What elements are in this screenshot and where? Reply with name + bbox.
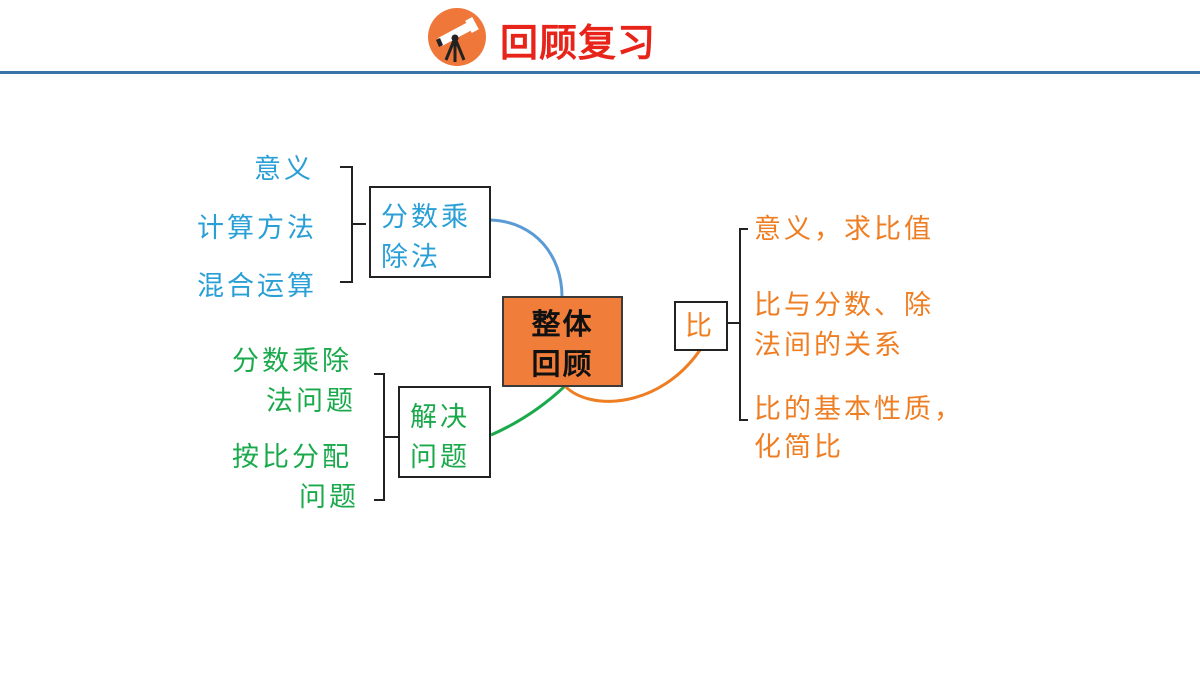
problems-connector	[490, 384, 567, 437]
problems-bracket	[374, 373, 398, 501]
problems-box-line1: 解决	[410, 402, 470, 433]
ratio-item-relation-line2: 法间的关系	[754, 330, 904, 361]
center-node-line2: 回顾	[531, 347, 594, 381]
ratio-box: 比	[674, 301, 728, 351]
fractions-item-method: 计算方法	[197, 213, 317, 244]
problems-box: 解决 问题	[398, 386, 491, 478]
ratio-connector	[563, 349, 702, 403]
problems-item2-line1: 按比分配	[232, 442, 352, 473]
fractions-item-mixed: 混合运算	[197, 271, 317, 302]
fractions-item-meaning: 意义	[254, 154, 314, 185]
ratio-item-meaning: 意义，求比值	[754, 214, 934, 245]
problems-item1-line1: 分数乘除	[232, 346, 352, 377]
header-divider	[0, 71, 1200, 74]
ratio-box-label: 比	[685, 311, 715, 342]
fractions-box-line1: 分数乘	[381, 202, 471, 233]
problems-item2-line2: 问题	[299, 482, 359, 513]
telescope-icon	[428, 8, 486, 66]
fractions-bracket	[340, 166, 366, 283]
page-title: 回顾复习	[500, 21, 657, 65]
problems-item1-line2: 法问题	[266, 386, 356, 417]
center-node: 整体 回顾	[502, 296, 623, 387]
ratio-item-relation-line1: 比与分数、除	[754, 290, 934, 321]
fractions-box: 分数乘 除法	[369, 186, 491, 278]
problems-box-line2: 问题	[410, 442, 470, 473]
ratio-bracket	[728, 228, 748, 421]
center-node-line1: 整体	[531, 307, 594, 341]
fractions-connector	[490, 218, 564, 298]
ratio-item-property-line1: 比的基本性质，	[754, 394, 964, 425]
fractions-box-line2: 除法	[381, 242, 441, 273]
ratio-item-property-line2: 化简比	[754, 432, 844, 463]
